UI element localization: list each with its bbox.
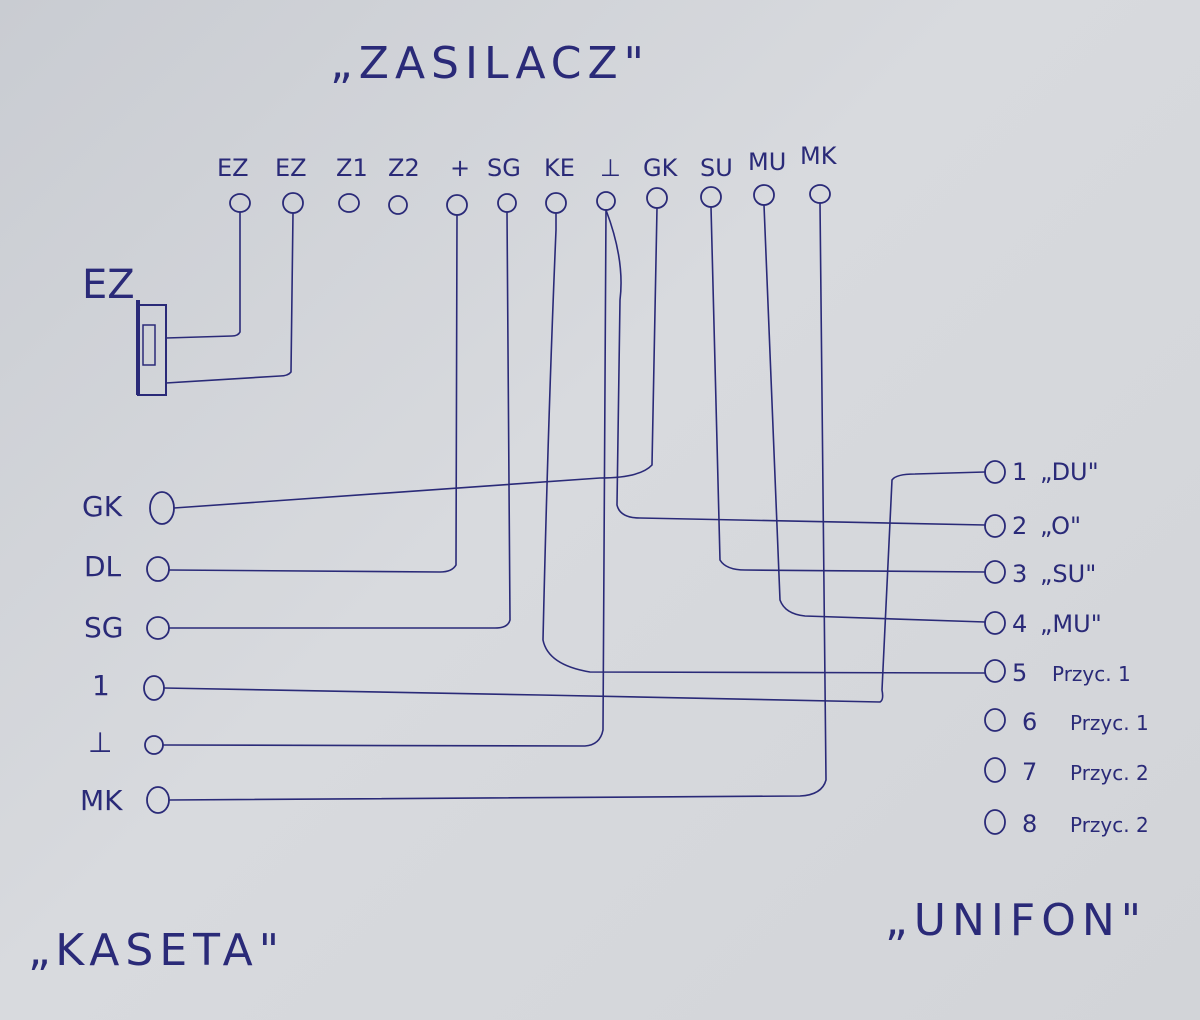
wire-sg-to-sg — [168, 211, 511, 629]
unifon-label-2: „O" — [1040, 512, 1081, 540]
ez-block-label: EZ — [82, 262, 135, 308]
unifon-label-6: Przyc. 1 — [1070, 711, 1149, 735]
zasilacz-terminal-ke — [545, 192, 567, 214]
kaseta-label-sg: SG — [84, 611, 123, 644]
zasilacz-label-z1: Z1 — [336, 154, 368, 182]
kaseta-label-1: 1 — [92, 669, 110, 702]
ez-lock-inner — [142, 324, 156, 366]
unifon-num-7: 7 — [1022, 758, 1037, 786]
wire-plus-to-dl — [168, 214, 458, 573]
zasilacz-terminal-z2 — [388, 195, 408, 215]
ez-lock-body — [137, 304, 167, 396]
zasilacz-terminal-gk — [646, 187, 668, 209]
unifon-num-2: 2 — [1012, 512, 1027, 540]
wire-mk-to-mk — [168, 202, 827, 801]
unifon-num-6: 6 — [1022, 708, 1037, 736]
kaseta-terminal-ground — [144, 735, 164, 755]
unifon-label-7: Przyc. 2 — [1070, 761, 1149, 785]
unifon-label-4: „MU" — [1040, 610, 1102, 638]
unifon-terminal-4 — [984, 611, 1006, 635]
zasilacz-label-ground: ⊥ — [600, 154, 621, 182]
wire-ke-to-unifon-5 — [542, 212, 986, 674]
zasilacz-terminal-z1 — [338, 193, 360, 213]
zasilacz-label-gk: GK — [643, 154, 679, 182]
zasilacz-title: „ZASILACZ" — [330, 38, 650, 89]
kaseta-title: „KASETA" — [28, 925, 285, 976]
zasilacz-terminal-ez-2 — [282, 192, 304, 214]
unifon-terminal-1 — [984, 460, 1006, 484]
kaseta-label-mk: MK — [80, 784, 123, 817]
unifon-num-4: 4 — [1012, 610, 1027, 638]
unifon-label-3: „SU" — [1040, 560, 1096, 588]
unifon-title: „UNIFON" — [885, 895, 1147, 946]
unifon-terminal-3 — [984, 560, 1006, 584]
ez-block: EZ — [82, 262, 167, 396]
unifon-label-1: „DU" — [1040, 458, 1099, 486]
kaseta-label-ground: ⊥ — [88, 726, 112, 759]
unifon-terminal-2 — [984, 514, 1006, 538]
unifon-label-5: Przyc. 1 — [1052, 662, 1131, 686]
unifon-label-8: Przyc. 2 — [1070, 813, 1149, 837]
kaseta-terminal-dl — [146, 556, 170, 582]
unifon-terminal-6 — [984, 708, 1006, 732]
unifon-num-8: 8 — [1022, 810, 1037, 838]
unifon-num-1: 1 — [1012, 458, 1027, 486]
kaseta-label-dl: DL — [84, 550, 122, 583]
zasilacz-terminal-plus — [446, 194, 468, 216]
zasilacz-terminals — [229, 184, 831, 216]
kaseta-terminal-1 — [143, 675, 165, 701]
kaseta-terminal-gk — [149, 491, 175, 525]
wire-mu-to-unifon-4 — [763, 204, 986, 623]
unifon-num-5: 5 — [1012, 659, 1027, 687]
zasilacz-label-su: SU — [700, 154, 733, 182]
zasilacz-terminal-su — [700, 186, 722, 208]
zasilacz-label-ez-2: EZ — [275, 154, 307, 182]
zasilacz-terminal-mu — [753, 184, 775, 206]
zasilacz-label-ez-1: EZ — [217, 154, 249, 182]
wire-ground-to-ground — [162, 209, 607, 747]
wire-1-to-unifon-1 — [163, 471, 986, 703]
zasilacz-terminal-labels: EZ EZ Z1 Z2 + SG KE ⊥ GK SU MU MK — [217, 142, 838, 182]
wire-gk-to-gk — [173, 207, 658, 509]
kaseta-terminals: GK DL SG 1 ⊥ MK — [80, 490, 175, 817]
wire-ez2-to-lock — [165, 212, 294, 384]
zasilacz-terminal-mk — [809, 184, 831, 204]
wire-ez1-to-lock — [165, 211, 241, 339]
wires — [162, 202, 986, 801]
kaseta-label-gk: GK — [82, 490, 123, 523]
unifon-terminal-8 — [984, 809, 1006, 835]
zasilacz-terminal-ground — [596, 191, 616, 211]
zasilacz-label-plus: + — [450, 154, 470, 182]
unifon-terminals: 1 „DU" 2 „O" 3 „SU" 4 „MU" 5 Przyc. 1 6 … — [984, 458, 1149, 838]
unifon-terminal-7 — [984, 757, 1006, 783]
kaseta-terminal-sg — [146, 616, 170, 640]
zasilacz-label-z2: Z2 — [388, 154, 420, 182]
kaseta-terminal-mk — [146, 786, 170, 814]
zasilacz-label-sg: SG — [487, 154, 521, 182]
zasilacz-label-ke: KE — [544, 154, 575, 182]
zasilacz-terminal-sg — [497, 193, 517, 213]
unifon-num-3: 3 — [1012, 560, 1027, 588]
wire-su-to-unifon-3 — [710, 206, 986, 573]
unifon-terminal-5 — [984, 659, 1006, 683]
zasilacz-terminal-ez-1 — [229, 193, 251, 213]
zasilacz-label-mu: MU — [748, 148, 786, 176]
zasilacz-label-mk: MK — [800, 142, 838, 170]
wire-ground-to-unifon-2 — [605, 209, 986, 526]
